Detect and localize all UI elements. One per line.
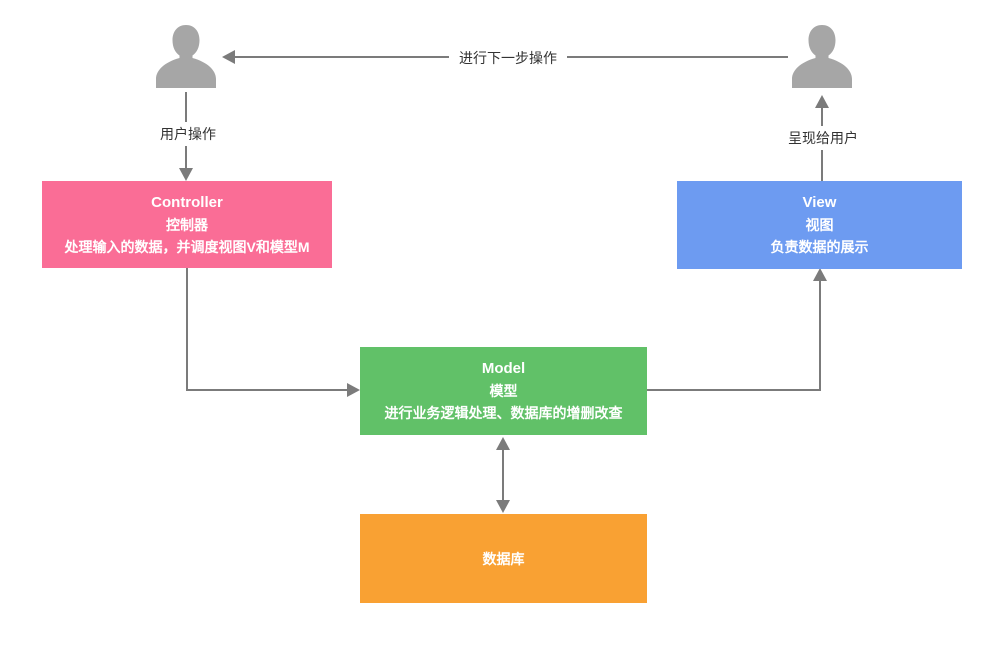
view-title: View (802, 194, 837, 211)
connector-controller-to-model (186, 268, 352, 391)
view-node: View 视图 负责数据的展示 (677, 181, 962, 269)
arrowhead-model-db-bottom (496, 500, 510, 513)
controller-title: Controller (151, 193, 223, 211)
arrowhead-into-view (813, 268, 827, 281)
person-icon (156, 25, 216, 88)
arrowhead-to-user (815, 95, 829, 108)
view-description: 负责数据的展示 (770, 239, 869, 255)
controller-name-cn: 控制器 (166, 216, 208, 233)
controller-description: 处理输入的数据，并调度视图V和模型M (64, 238, 310, 255)
person-icon (792, 25, 852, 88)
view-name-cn: 视图 (805, 217, 834, 233)
label-present-to-user: 呈现给用户 (778, 126, 868, 150)
database-node: 数据库 (360, 514, 647, 603)
connector-model-to-view (647, 277, 821, 391)
label-next-step: 进行下一步操作 (449, 46, 567, 70)
arrowhead-model-db-top (496, 437, 510, 450)
model-name-cn: 模型 (489, 383, 518, 399)
arrowhead-into-controller (179, 168, 193, 181)
model-node: Model 模型 进行业务逻辑处理、数据库的增删改查 (360, 347, 647, 435)
model-description: 进行业务逻辑处理、数据库的增删改查 (384, 405, 623, 421)
database-title: 数据库 (482, 550, 525, 567)
model-title: Model (481, 360, 526, 377)
controller-node: Controller 控制器 处理输入的数据，并调度视图V和模型M (42, 181, 332, 268)
label-user-action: 用户操作 (150, 122, 226, 146)
arrowhead-left (222, 50, 235, 64)
arrowhead-into-model (347, 383, 360, 397)
